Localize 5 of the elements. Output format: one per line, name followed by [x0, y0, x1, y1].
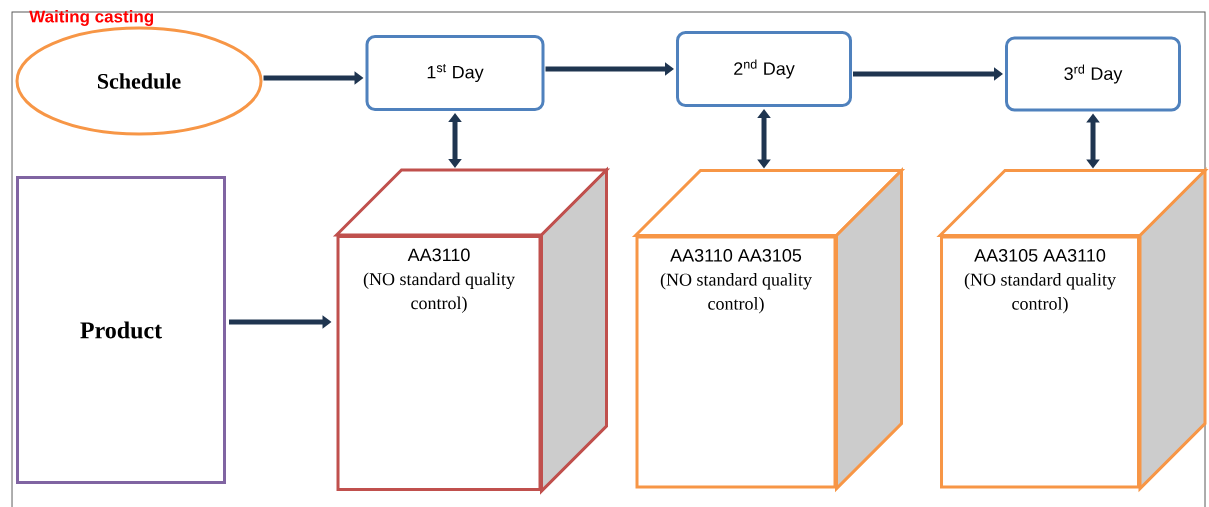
day-box: 1$^{st}$ Day — [365, 35, 545, 111]
day-box: 2$^{nd}$ Day — [676, 31, 852, 107]
arrow — [448, 113, 462, 168]
product-box: Product — [16, 176, 226, 484]
day-box: 3$^{rd}$ Day — [1005, 36, 1181, 112]
